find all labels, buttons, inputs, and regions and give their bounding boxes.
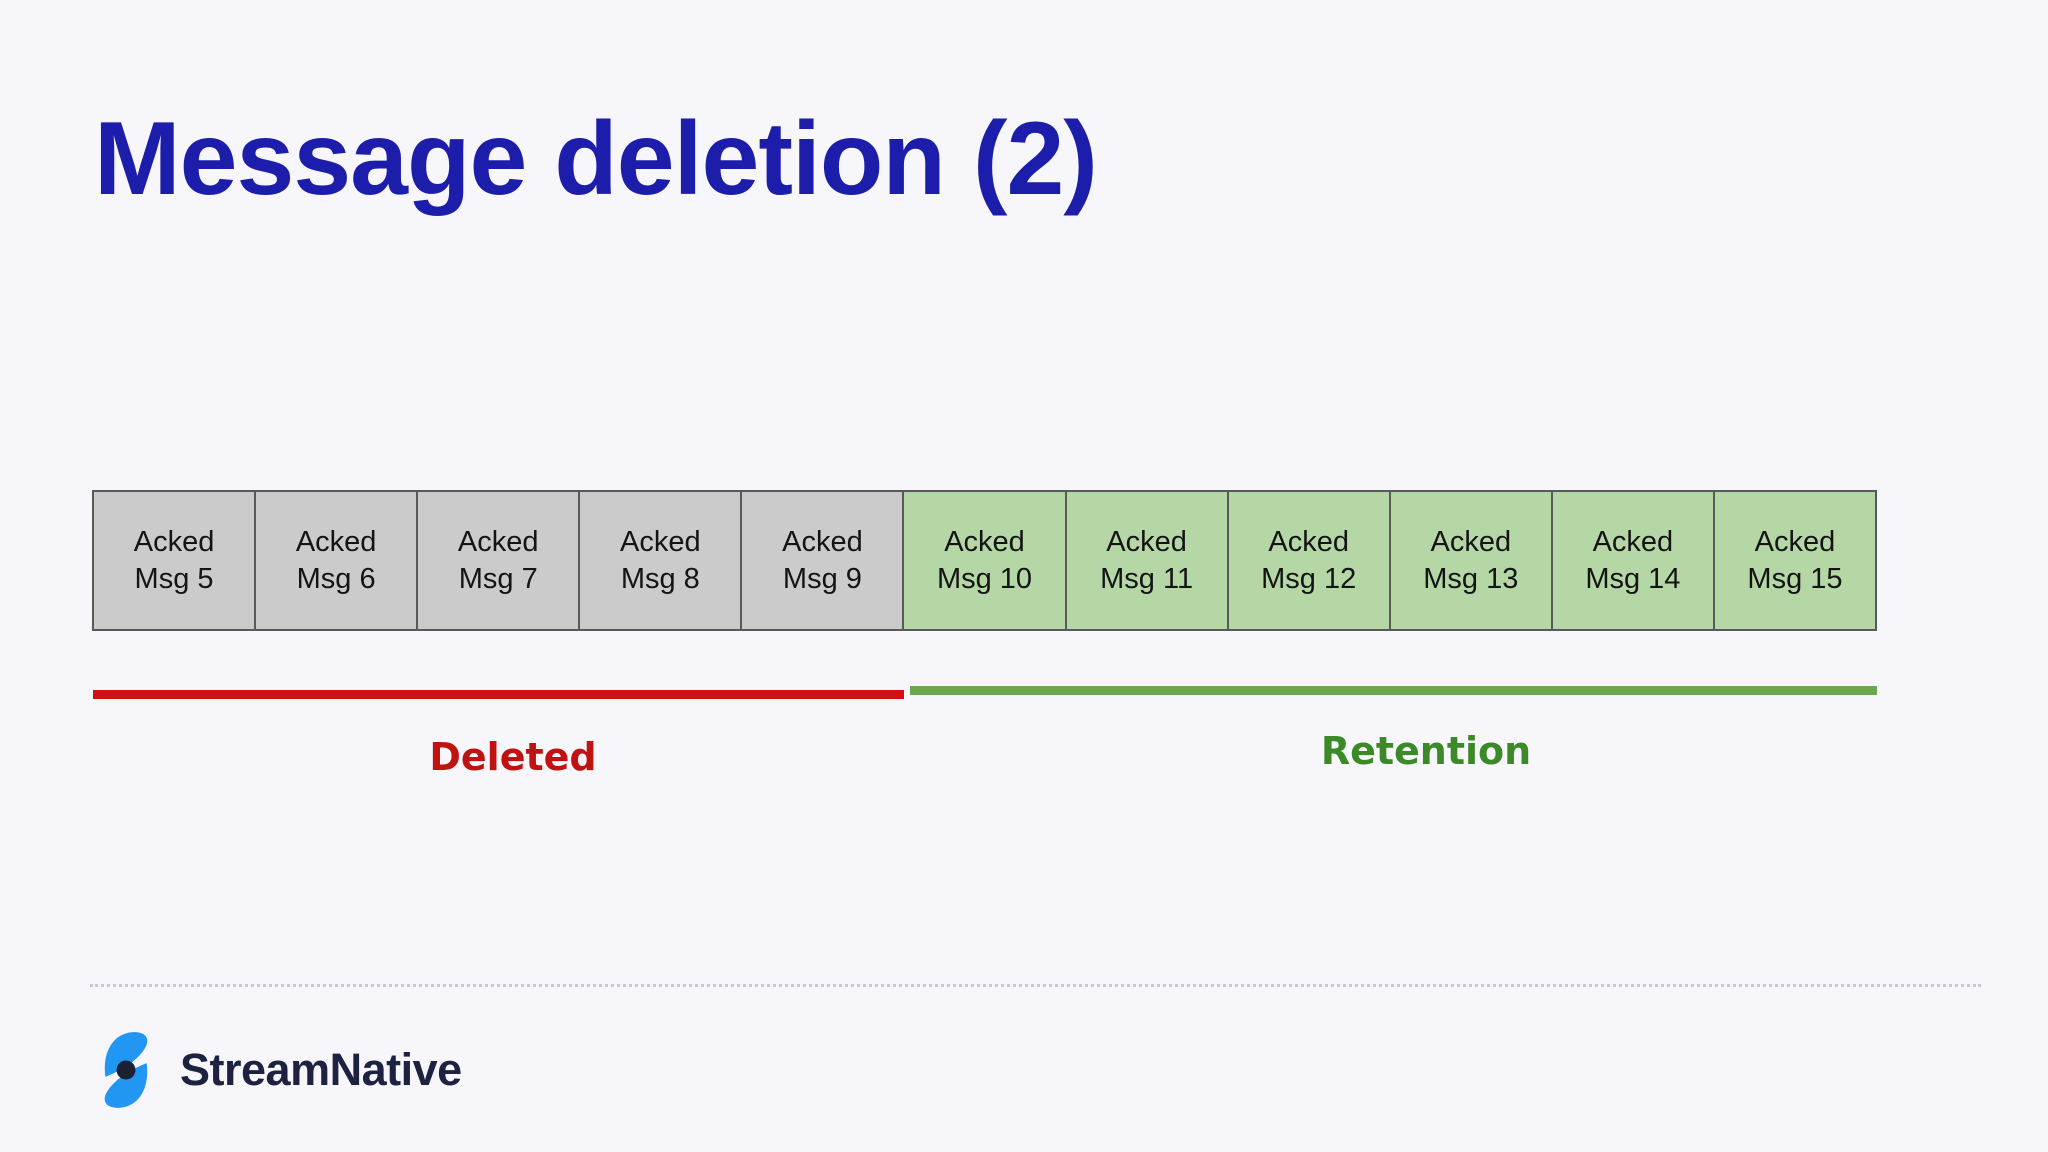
logo-top-swoosh <box>104 1032 148 1077</box>
deleted-label: Deleted <box>429 735 597 779</box>
brand-name: StreamNative <box>180 1044 462 1095</box>
box-label-line2: Msg 12 <box>1261 562 1357 595</box>
streamnative-logo-icon <box>104 1032 148 1108</box>
box-label-line1: Acked <box>782 526 863 559</box>
box-label-line1: Acked <box>133 526 215 559</box>
box-label-line2: Msg 8 <box>620 562 700 595</box>
box-label-line2: Msg 11 <box>1100 562 1194 595</box>
box-label-line1: Acked <box>295 526 377 559</box>
box-label-line2: Msg 10 <box>936 562 1033 595</box>
box-label-line1: Acked <box>944 526 1025 559</box>
deleted-range-line <box>93 690 904 699</box>
box-label-line2: Msg 5 <box>134 562 214 595</box>
box-label-line2: Msg 6 <box>296 562 376 595</box>
slide-title: Message deletion (2) <box>94 100 1098 217</box>
box-label-line1: Acked <box>1268 526 1349 559</box>
box-label-line1: Acked <box>1430 526 1512 559</box>
retention-range-line <box>910 686 1877 695</box>
box-label-line1: Acked <box>1592 526 1674 559</box>
box-label-line1: Acked <box>1754 526 1836 559</box>
box-label-line1: Acked <box>620 526 701 559</box>
box-label-line2: Msg 9 <box>782 562 862 595</box>
box-label-line2: Msg 15 <box>1747 562 1843 595</box>
box-label-line2: Msg 14 <box>1585 562 1681 595</box>
footer-divider <box>90 984 1981 987</box>
footer-logo: StreamNative <box>100 1027 462 1113</box>
logo-center-dot <box>116 1060 136 1080</box>
box-label-line1: Acked <box>1106 526 1187 559</box>
box-label-line1: Acked <box>457 526 539 559</box>
retention-label: Retention <box>1320 729 1532 773</box>
logo-bottom-swoosh <box>104 1063 148 1108</box>
box-label-line2: Msg 13 <box>1423 562 1519 595</box>
box-label-line2: Msg 7 <box>458 562 538 595</box>
